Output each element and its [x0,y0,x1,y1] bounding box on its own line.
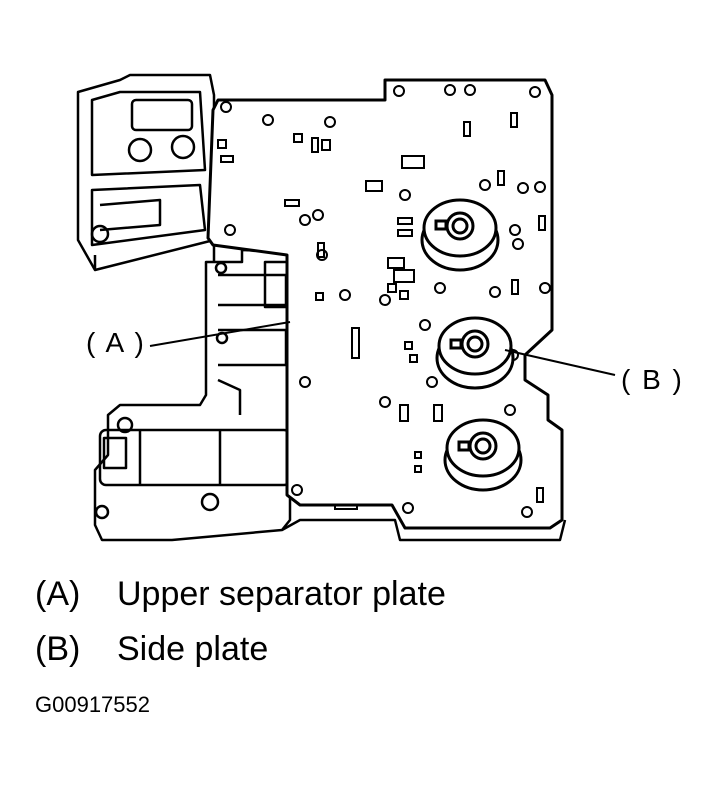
side-plate-upper [420,198,500,272]
callout-label-b: ( B ) [621,364,684,395]
valve-body-housing [76,73,216,272]
legend-row-a: (A) Upper separator plate [35,575,446,614]
side-plate-middle [435,316,515,390]
callout-label-a: ( A ) [86,327,146,358]
side-plate-lower [443,418,523,492]
legend-label-a: Upper separator plate [117,575,446,613]
leader-line-b [504,349,616,376]
legend-key-a: (A) [35,575,81,613]
leader-line-a [149,321,291,347]
figure-id: G00917552 [35,692,150,717]
legend-label-b: Side plate [117,630,269,668]
legend-key-b: (B) [35,630,81,668]
valve-body-illustration [76,73,616,542]
legend-row-b: (B) Side plate [35,630,268,669]
